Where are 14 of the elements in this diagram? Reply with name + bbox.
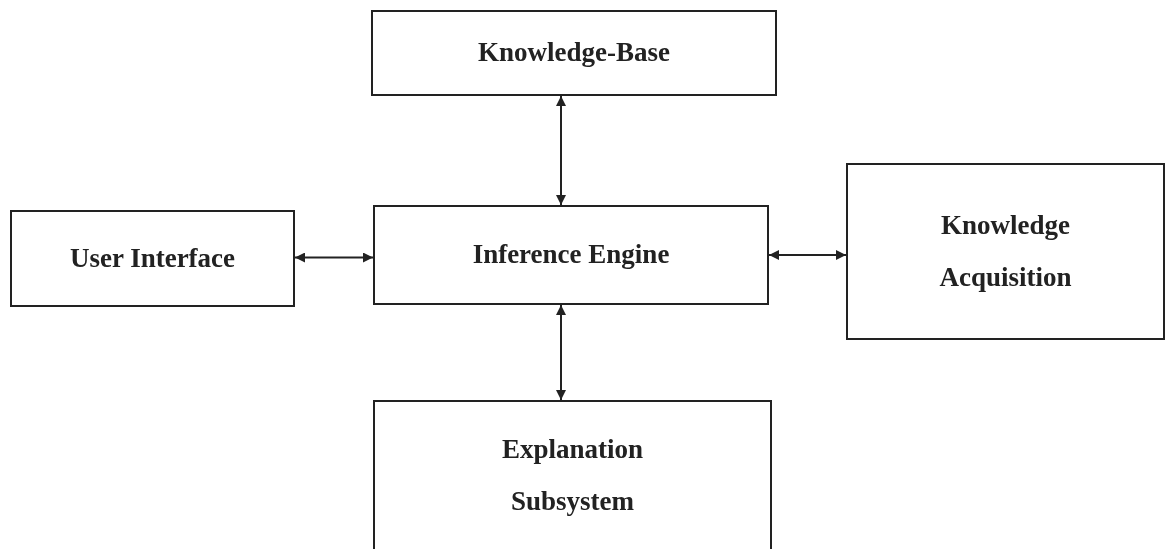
double-arrow <box>294 252 374 263</box>
box-label: Inference Engine <box>472 238 670 272</box>
box-label: User Interface <box>69 241 236 275</box>
box-label: Knowledge Acquisition <box>938 209 1073 294</box>
double-arrow <box>556 95 566 206</box>
process-box <box>373 400 772 549</box>
process-box <box>371 10 777 96</box>
box-label: Explanation Subsystem <box>500 433 645 518</box>
box-label: Knowledge-Base <box>478 36 670 70</box>
double-arrow <box>768 250 847 260</box>
process-box <box>10 210 295 307</box>
double-arrow <box>556 304 566 401</box>
process-box <box>373 205 769 305</box>
process-box <box>846 163 1165 340</box>
